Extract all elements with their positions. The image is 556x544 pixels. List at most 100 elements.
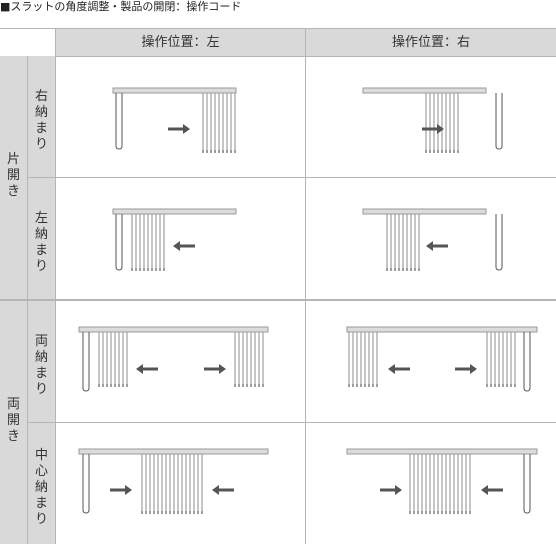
slat-weight [159, 268, 161, 271]
slat-weight [238, 384, 240, 387]
slat-weight [145, 511, 147, 514]
control-wand [82, 454, 90, 514]
arrow-left-icon [388, 364, 395, 374]
head-rail [346, 326, 538, 333]
slat-weight [242, 384, 244, 387]
arrow-right-icon [470, 364, 477, 374]
diagram-right-stack-left-control [112, 87, 237, 153]
slat-weight [502, 384, 504, 387]
grid-line [28, 422, 556, 423]
vertical-char: り [34, 137, 48, 152]
diagram-left-stack-left-control [112, 208, 237, 271]
slat-weight [429, 511, 431, 514]
slat-weight [417, 511, 419, 514]
grid-line [305, 28, 306, 544]
diagram-both-stack-right-control [346, 326, 538, 392]
grid-line [56, 56, 556, 57]
slat-weight [425, 150, 427, 153]
slat-weight [510, 384, 512, 387]
slat-weight [437, 150, 439, 153]
slat-weight [234, 150, 236, 153]
slat-weight [352, 384, 354, 387]
vertical-char: ま [34, 366, 48, 381]
slat-weight [163, 268, 165, 271]
slat-weight [114, 384, 116, 387]
group-label-single-open-text: 片開き [0, 152, 27, 200]
control-wand [523, 332, 531, 392]
grid-line [0, 299, 556, 301]
row-label-center-stack-text: 中心納まり [28, 448, 55, 528]
vertical-char: 中 [34, 448, 48, 463]
slat-weight [102, 384, 104, 387]
slat-weight [143, 268, 145, 271]
row-label-both-stack: 両納まり [28, 301, 55, 422]
slat-weight [441, 511, 443, 514]
slat-weight [118, 384, 120, 387]
vertical-char: り [34, 259, 48, 274]
arrow-left-icon [136, 364, 143, 374]
slat-weight [185, 511, 187, 514]
slat-weight [506, 384, 508, 387]
slat-weight [486, 384, 488, 387]
column-header-left: 操作位置：左 [56, 29, 305, 56]
slat-weight [181, 511, 183, 514]
row-label-left-stack-text: 左納まり [28, 211, 55, 275]
slat-weight [437, 511, 439, 514]
slat-weight [226, 150, 228, 153]
slat-weight [135, 268, 137, 271]
slat-weight [139, 268, 141, 271]
slat-weight [169, 511, 171, 514]
slat-weight [106, 384, 108, 387]
vertical-char: き [6, 429, 20, 444]
vertical-char: 両 [6, 397, 20, 412]
slat-weight [206, 150, 208, 153]
diagram-center-stack-left-control [78, 448, 269, 514]
slat-weight [457, 150, 459, 153]
arrow-right-icon [183, 124, 190, 134]
slat-weight [348, 384, 350, 387]
slat-weight [514, 384, 516, 387]
head-rail [78, 448, 269, 455]
slat-weight [234, 384, 236, 387]
slat-weight [441, 150, 443, 153]
slat-weight [126, 384, 128, 387]
slat-weight [386, 268, 388, 271]
head-rail [362, 208, 487, 215]
vertical-char: き [6, 184, 20, 199]
arrow-left-icon [426, 241, 433, 251]
slat-weight [189, 511, 191, 514]
vertical-char: 心 [34, 464, 48, 479]
slat-weight [421, 511, 423, 514]
slat-weight [390, 268, 392, 271]
vertical-char: 左 [34, 211, 48, 226]
slat-weight [465, 511, 467, 514]
slat-weight [197, 511, 199, 514]
slat-weight [246, 384, 248, 387]
arrow-right-icon [395, 485, 402, 495]
slat-weight [494, 384, 496, 387]
slat-weight [141, 511, 143, 514]
slat-weight [376, 384, 378, 387]
slat-weight [360, 384, 362, 387]
control-wand [495, 214, 503, 271]
slat-weight [409, 511, 411, 514]
arrow-right-icon [219, 364, 226, 374]
slat-weight [98, 384, 100, 387]
slat-weight [214, 150, 216, 153]
slat-weight [151, 268, 153, 271]
vertical-char: 右 [34, 89, 48, 104]
vertical-char: 納 [34, 480, 48, 495]
slat-weight [364, 384, 366, 387]
column-header-left-label: 操作位置：左 [141, 35, 220, 50]
vertical-char: 開 [6, 168, 20, 183]
slat-weight [177, 511, 179, 514]
slat-weight [110, 384, 112, 387]
slat-weight [155, 268, 157, 271]
slat-weight [445, 150, 447, 153]
slat-weight [449, 150, 451, 153]
grid-line [55, 28, 56, 544]
vertical-char: ま [34, 243, 48, 258]
vertical-char: 納 [34, 105, 48, 120]
slat-weight [425, 511, 427, 514]
slat-weight [210, 150, 212, 153]
